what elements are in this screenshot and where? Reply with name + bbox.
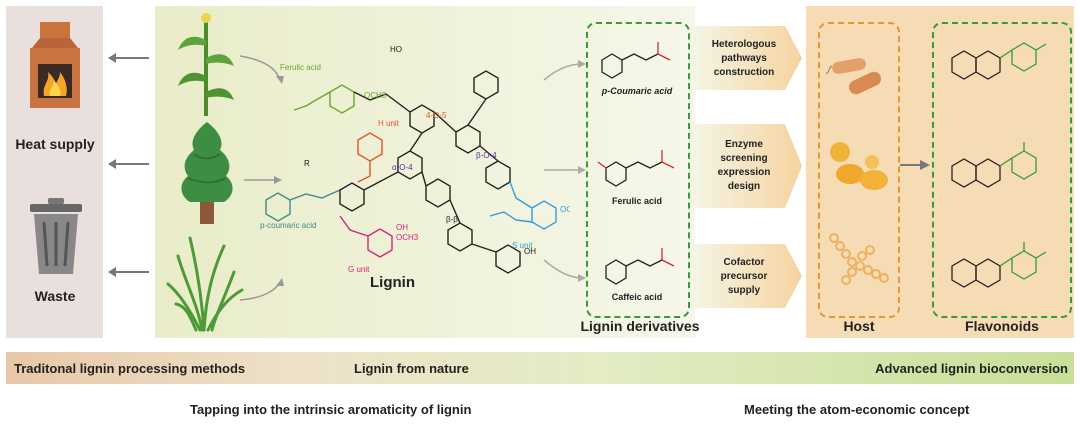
strategy-line: design <box>727 181 761 192</box>
host-box <box>818 22 900 318</box>
p-coumaric-acid-label: p-coumaric acid <box>260 221 316 230</box>
s-unit-label: S unit <box>512 241 533 250</box>
ferulic-acid-label: Ferulic acid <box>280 63 321 72</box>
p-coumaric-structure <box>601 42 671 79</box>
strategy-cofactor: Cofactor precursor supply <box>698 256 790 298</box>
bottom-bar-middle-label: Lignin from nature <box>354 361 469 376</box>
heat-supply-label: Heat supply <box>15 136 95 152</box>
bottom-bar-left-label: Traditonal lignin processing methods <box>14 361 246 376</box>
plant-to-lignin-arrows <box>239 55 284 301</box>
tree-icon <box>181 122 233 224</box>
caption-left: Tapping into the intrinsic aromaticity o… <box>190 402 472 417</box>
grass-icon <box>166 236 244 332</box>
h-unit-label: H unit <box>378 119 400 128</box>
yeast-icon <box>830 142 888 190</box>
p-coumaric-acid-name: p-Coumaric acid <box>601 86 673 96</box>
mycelium-icon <box>829 233 889 285</box>
four-o-five-label: 4-O-5 <box>426 111 447 120</box>
ferulic-acid-name: Ferulic acid <box>611 196 663 206</box>
g-unit-label: G unit <box>348 265 370 274</box>
caffeic-structure <box>605 248 675 285</box>
nature-panel <box>155 6 695 338</box>
bottom-bar <box>6 352 1074 384</box>
quercetin-structure <box>951 242 1047 288</box>
strategy-line: expression <box>717 167 771 178</box>
strategy-line: construction <box>713 67 775 78</box>
bacteria-icon <box>826 58 882 95</box>
caption-right: Meeting the atom-economic concept <box>744 402 970 417</box>
core-oh-label: OH <box>524 247 536 256</box>
corn-plant-icon <box>178 13 234 116</box>
core-ho-label: HO <box>390 45 402 54</box>
host-to-flavonoid-arrow <box>900 160 930 170</box>
strategy-line: Heterologous <box>711 39 777 50</box>
strategy-line: supply <box>727 285 761 296</box>
furnace-icon <box>30 22 80 108</box>
s-unit-och3-label: OCH3 <box>560 205 570 214</box>
beta-beta-label: β-β <box>446 215 458 224</box>
lignin-derivatives-title: Lignin derivatives <box>580 318 700 334</box>
g-unit-oh-label: OH <box>396 223 408 232</box>
bottom-bar-right-label: Advanced lignin bioconversion <box>875 361 1068 376</box>
flavonoids-title: Flavonoids <box>965 318 1039 334</box>
strategy-arrows <box>690 26 802 308</box>
beta-o4-label: β-O-4 <box>476 151 497 160</box>
left-arrows <box>108 53 149 277</box>
diosmetin-structure <box>951 142 1037 188</box>
strategy-enzyme: Enzyme screening expression design <box>698 138 790 194</box>
host-title: Host <box>843 318 875 334</box>
caffeic-acid-name: Caffeic acid <box>611 292 663 302</box>
derivatives-box <box>586 22 690 318</box>
strategy-line: screening <box>720 153 768 164</box>
strategy-line: Enzyme <box>725 139 763 150</box>
lignin-to-derivatives-arrows <box>543 60 586 282</box>
lignin-structure: Ferulic acid H unit α-O-4 p-coumaric aci… <box>260 45 570 274</box>
strategy-line: precursor <box>720 271 768 282</box>
ferulic-och3-label: OCH3 <box>364 91 387 100</box>
waste-label: Waste <box>34 288 76 304</box>
strategy-heterologous: Heterologous pathways construction <box>698 38 790 80</box>
flavonoids-box <box>932 22 1072 318</box>
alpha-o4-label: α-O-4 <box>392 163 413 172</box>
sugar-r-label: R <box>304 159 310 168</box>
strategy-line: Cofactor <box>723 257 765 268</box>
naringenin-structure <box>951 42 1047 80</box>
trash-can-icon <box>30 198 82 274</box>
strategy-line: pathways <box>721 53 767 64</box>
lignin-title: Lignin <box>370 274 415 291</box>
g-unit-och3-label: OCH3 <box>396 233 419 242</box>
ferulic-structure <box>597 150 675 187</box>
